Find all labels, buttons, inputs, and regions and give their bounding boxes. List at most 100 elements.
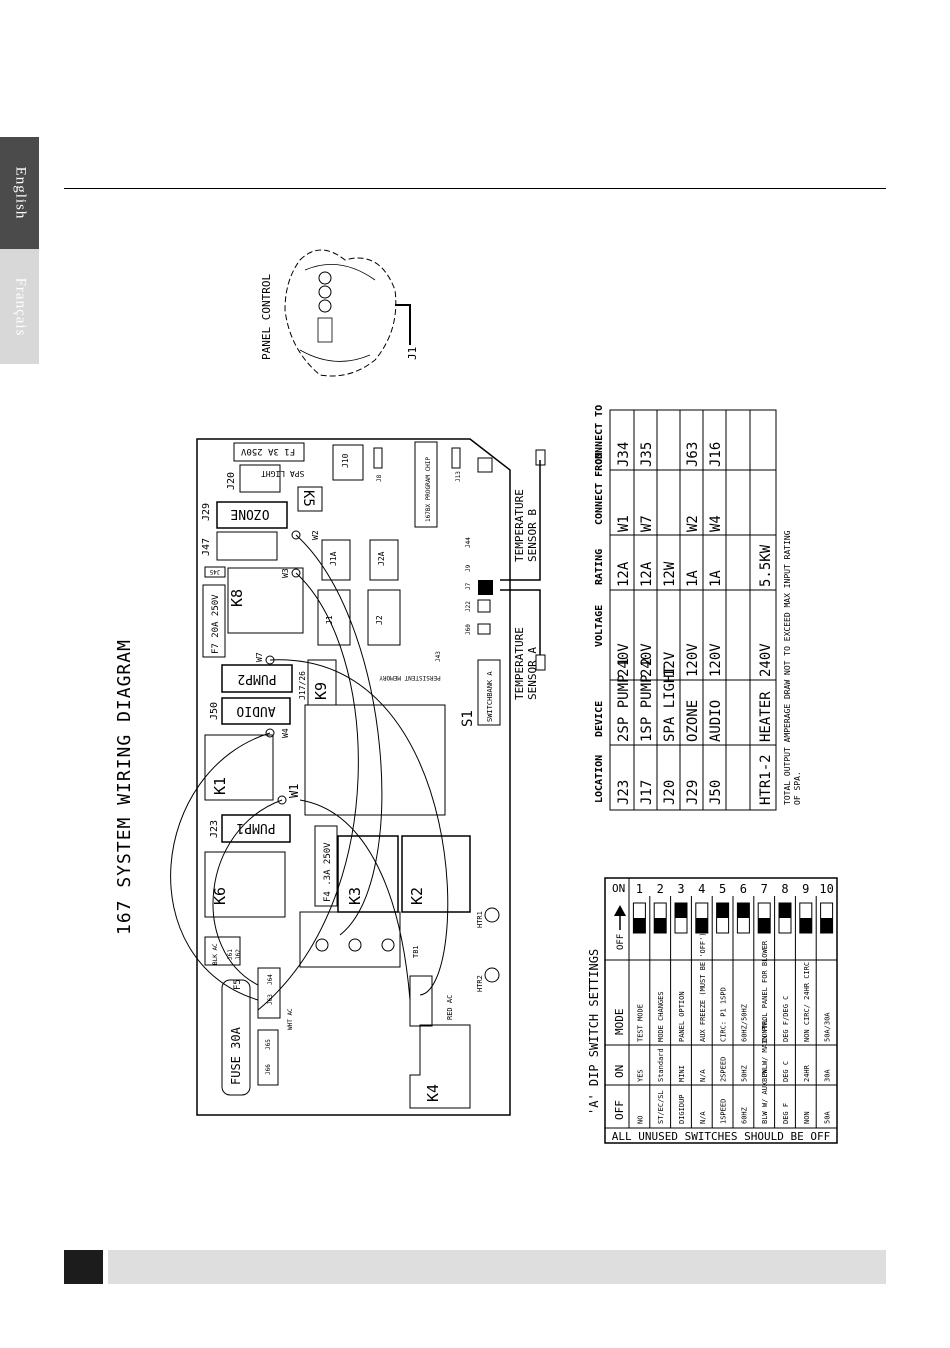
device-cell-3-1: OZONE	[685, 700, 701, 742]
relay-k4	[409, 1024, 471, 1109]
diagram-title: 167 SYSTEM WIRING DIAGRAM	[114, 639, 135, 935]
dip-switch-knob-4	[695, 918, 708, 933]
dip-switch-knob-6	[737, 903, 750, 918]
device-cell-0-5: J34	[616, 442, 632, 467]
j64-label: J64	[267, 974, 274, 985]
dip-cell-6-0: 60HZ/50HZ	[740, 1004, 748, 1042]
persistent-memory-label: PERSISTENT MEMORY	[379, 674, 441, 681]
relay-k2-label: K2	[408, 887, 426, 905]
device-cell-3-5: J63	[685, 442, 701, 467]
relay-k5-label: K5	[300, 490, 316, 507]
device-cell-2-2: 12V	[662, 651, 678, 677]
audio-jack	[221, 697, 291, 725]
fuse-f4-label: F4 .3A 250V	[323, 842, 333, 902]
blk-ac-label: BLK AC	[212, 943, 219, 965]
tab-francais[interactable]: Français	[0, 249, 39, 364]
terminal-block-tb1	[299, 911, 401, 968]
dip-cell-8-2: DEG F	[782, 1103, 790, 1124]
device-header-0: LOCATION	[594, 755, 605, 803]
audio-label: AUDIO	[236, 703, 275, 718]
device-table-note-1: TOTAL OUTPUT AMPERAGE DRAW NOT TO EXCEED…	[783, 530, 792, 805]
pump1-jack	[221, 814, 291, 843]
dip-cell-1-1: YES	[636, 1069, 644, 1082]
device-header-2: VOLTAGE	[594, 605, 605, 647]
spa-light-jack	[239, 464, 281, 493]
terminal-w1	[277, 795, 287, 805]
device-header-5: CONNECT TO	[594, 405, 605, 465]
jack-j8-label: J8	[376, 474, 383, 482]
dip-cell-5-2: 1SPEED	[720, 1099, 728, 1124]
j62-label: J62	[235, 949, 242, 960]
dip-switch-number-10: 10	[819, 882, 833, 896]
device-cell-1-2: 240V	[639, 643, 655, 677]
dip-switch-knob-7	[758, 918, 771, 933]
red-ac-label: RED AC	[446, 995, 454, 1020]
heater-terminal-1	[484, 907, 500, 923]
sensor-a-label-2: SENSOR A	[526, 647, 539, 700]
j61-label: J61	[227, 949, 234, 960]
sensor-a-label-1: TEMPERATURE	[513, 627, 526, 700]
s1-label: S1	[460, 710, 476, 727]
relay-k3-label: K3	[346, 887, 364, 905]
dip-switch-knob-8	[779, 903, 791, 918]
dip-cell-9-2: NON	[803, 1111, 811, 1124]
pump1-label: PUMP1	[236, 820, 275, 835]
device-cell-3-0: J29	[685, 780, 701, 805]
device-cell-4-0: J50	[708, 780, 724, 805]
sensor-b-label-1: TEMPERATURE	[513, 489, 526, 562]
jack-j23-label: J23	[209, 820, 220, 838]
dip-cell-3-2: DIGIDUP	[678, 1094, 686, 1124]
device-cell-3-4: W2	[685, 515, 701, 532]
ozone-label: OZONE	[230, 506, 269, 521]
fuse-main	[221, 979, 251, 1096]
relay-k4-label: K4	[424, 1084, 442, 1102]
dip-cell-7-2: BLW W/ AUX PNL	[761, 1065, 769, 1124]
terminal-w2	[291, 530, 301, 540]
j44-label: J44	[465, 537, 472, 548]
dip-cell-1-2: NO	[636, 1116, 644, 1124]
jack-j45-label: J45	[209, 568, 220, 575]
device-cell-6-3: 5.5KW	[758, 544, 774, 587]
fuse-f7	[202, 584, 226, 658]
program-chip	[414, 441, 438, 528]
fuse-f5-label: F5	[233, 979, 243, 990]
device-cell-2-0: J20	[662, 780, 678, 805]
dip-header-2: MODE	[613, 1009, 626, 1036]
device-cell-6-1: HEATER	[758, 691, 774, 742]
fuse-f1-label: F1 3A 250V	[240, 446, 295, 456]
relay-k8	[227, 567, 304, 634]
device-table-note-2: OF SPA.	[793, 771, 802, 805]
device-cell-0-3: 12A	[616, 561, 632, 587]
dip-cell-7-0: CONTROL PANEL FOR BLOWER	[761, 940, 769, 1042]
dip-cell-1-0: TEST MODE	[636, 1004, 644, 1042]
jack-j50-label: J50	[209, 702, 220, 720]
dip-switch-number-8: 8	[781, 882, 788, 896]
dip-switch-knob-3	[675, 903, 687, 918]
htr1-label: HTR1	[476, 911, 484, 928]
device-cell-1-3: 12A	[639, 561, 655, 587]
jack-j10-label: J10	[341, 453, 350, 468]
panel-button-3	[318, 299, 332, 313]
dip-switch-table: 'A' DIP SWITCH SETTINGS OFFONMODEONOFF1T…	[587, 877, 838, 1144]
jack-j10	[332, 444, 364, 481]
dip-table-footer: ALL UNUSED SWITCHES SHOULD BE OFF	[612, 1130, 831, 1143]
dip-switch-number-1: 1	[636, 882, 643, 896]
panel-control: PANEL CONTROL J1	[260, 249, 419, 377]
tab-english[interactable]: English	[0, 137, 39, 249]
device-cell-4-2: 120V	[708, 643, 724, 677]
footer-page-block	[64, 1250, 103, 1284]
jack-j29-label: J29	[201, 503, 212, 521]
footer-bar	[108, 1250, 886, 1284]
dip-switch-knob-5	[716, 903, 729, 918]
j9-label: J9	[465, 564, 472, 572]
terminal-w4-label: W4	[281, 728, 290, 738]
switchbank-label: SWITCHBANK A	[486, 671, 494, 722]
dip-cell-2-1: Standard	[657, 1048, 665, 1082]
sensor-b-cable	[500, 460, 541, 581]
dip-cell-10-2: 50A	[824, 1111, 832, 1124]
relay-k6	[204, 851, 286, 918]
device-cell-1-1: 1SP PUMP 2	[639, 658, 655, 742]
j66-label: J66	[265, 1064, 272, 1075]
terminal-w3	[291, 568, 301, 578]
device-cell-6-0: HTR1-2	[758, 754, 774, 805]
